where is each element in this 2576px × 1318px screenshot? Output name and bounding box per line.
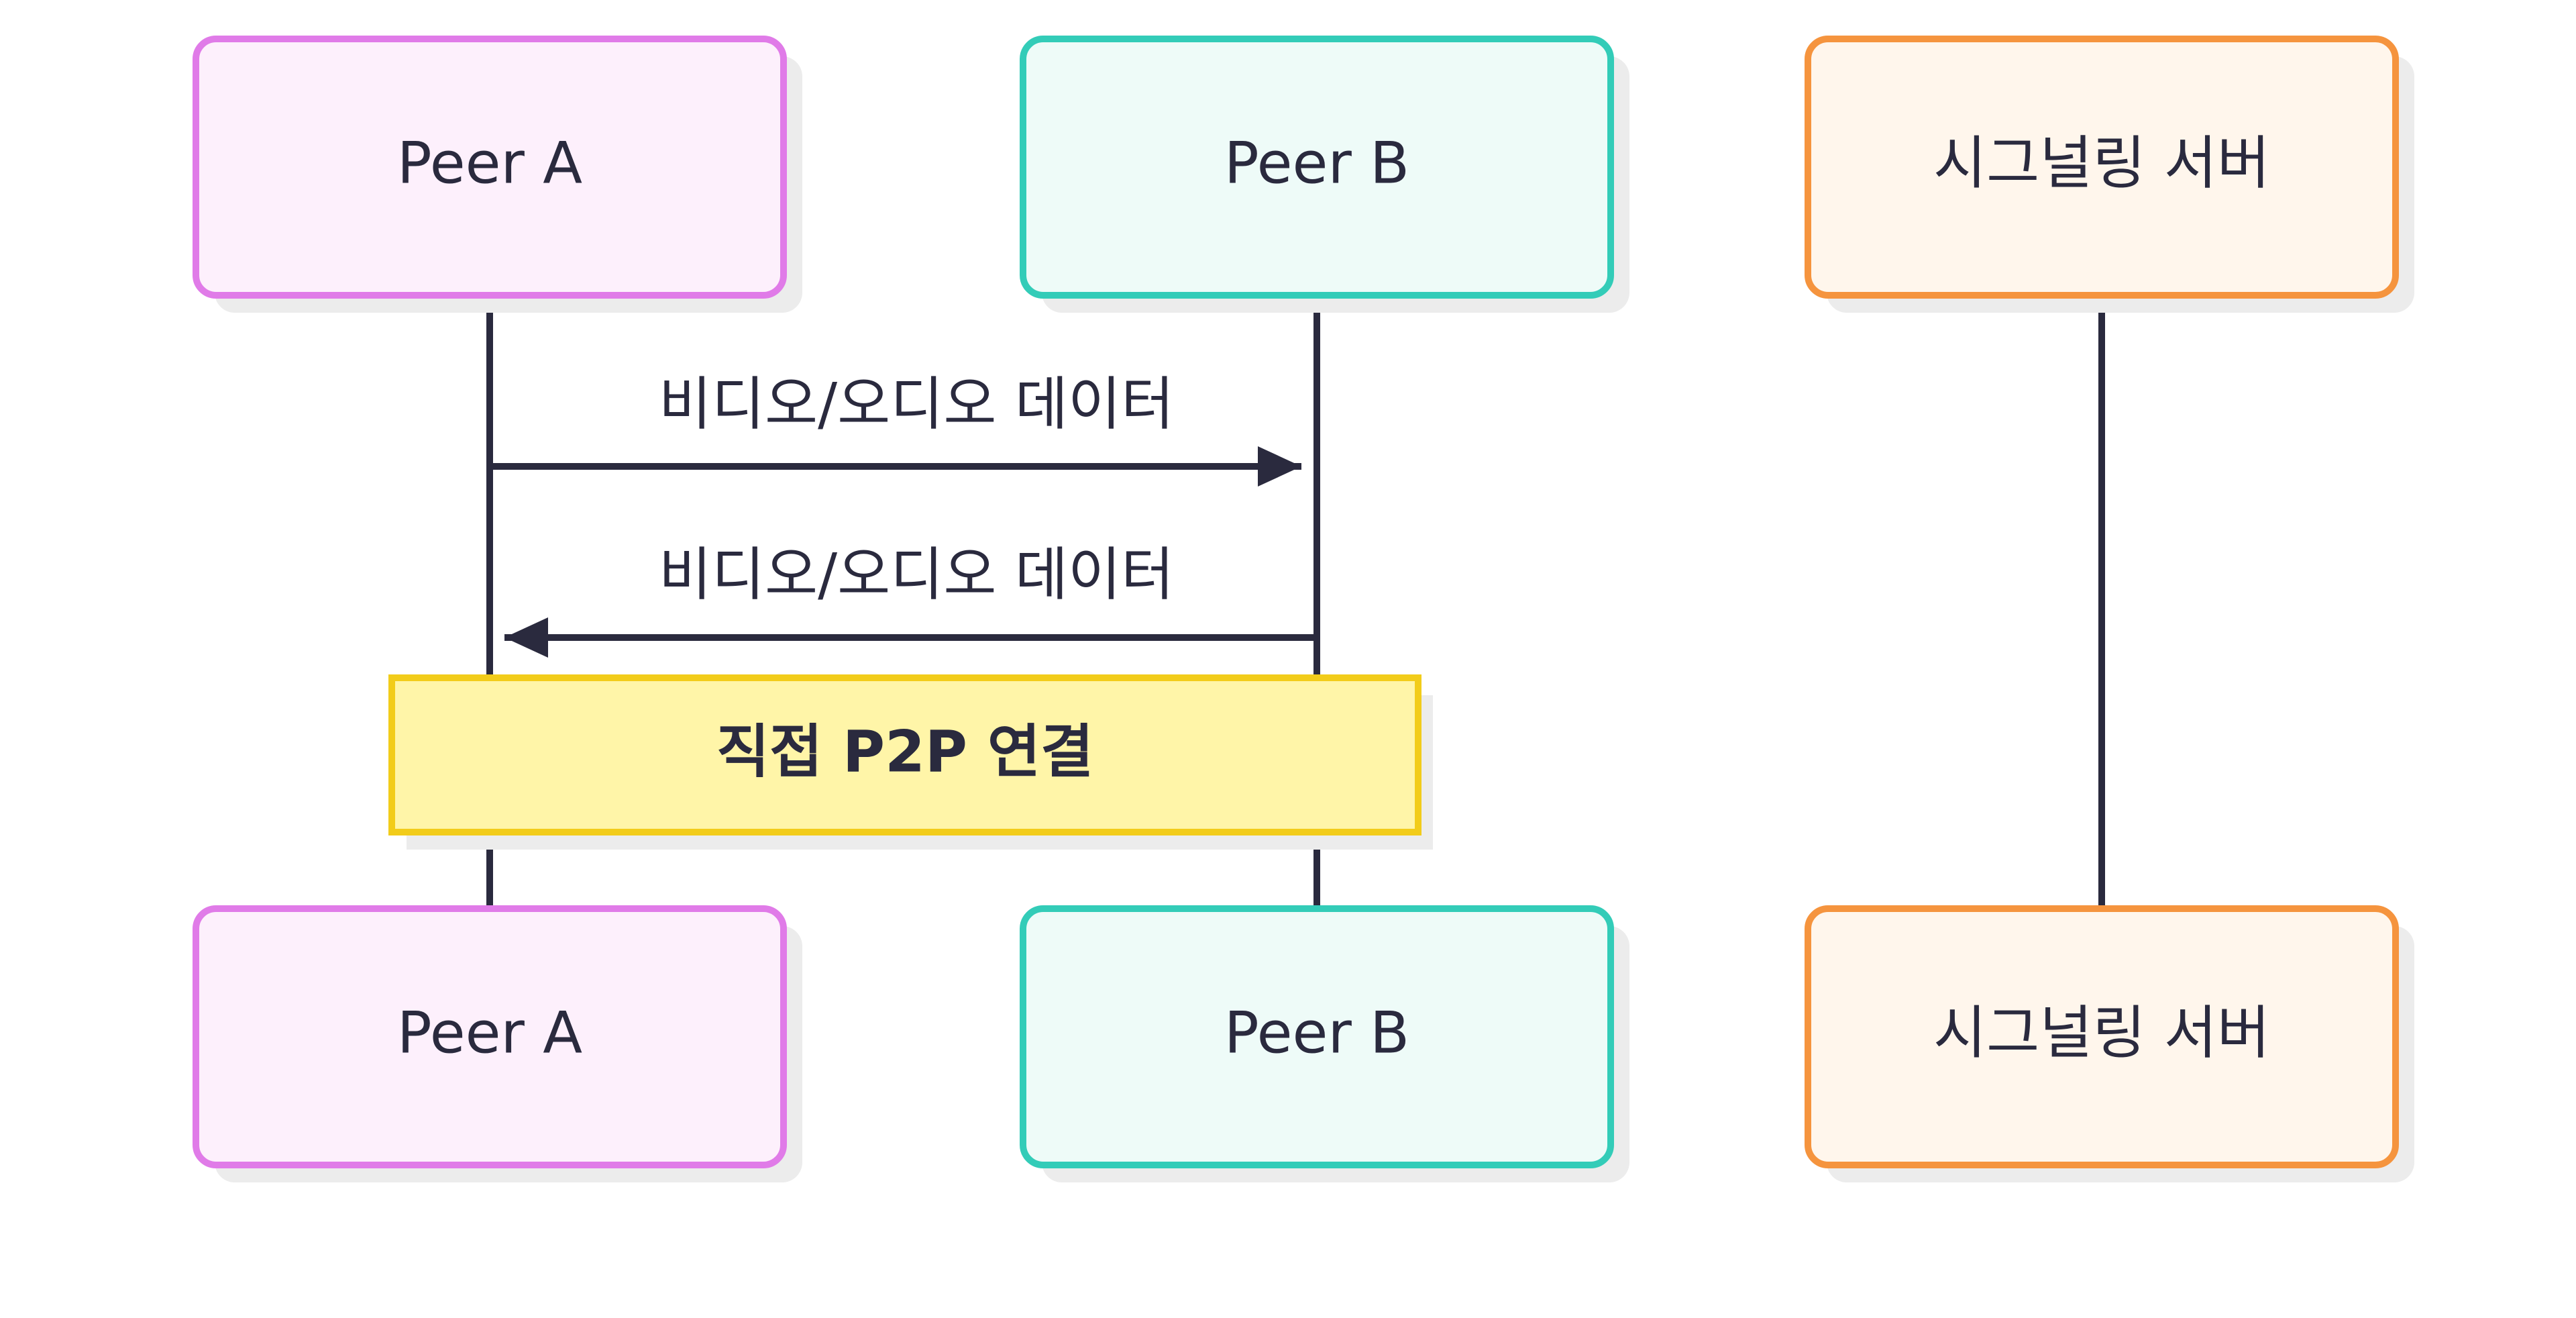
actor-label: 시그널링 서버	[1933, 999, 2270, 1066]
note-direct-p2p: 직접 P2P 연결	[388, 674, 1433, 850]
actor-label: Peer B	[1224, 130, 1409, 197]
actor-top-signaling-server: 시그널링 서버	[1805, 36, 2414, 313]
arrowhead-left-icon	[504, 617, 548, 658]
actor-label: Peer A	[397, 999, 582, 1066]
actor-top-peer-b: Peer B	[1020, 36, 1629, 313]
message-label: 비디오/오디오 데이터	[659, 541, 1174, 608]
actor-label: Peer B	[1224, 999, 1409, 1066]
actor-bottom-peer-a: Peer A	[193, 905, 802, 1182]
note-label: 직접 P2P 연결	[716, 718, 1093, 785]
arrowhead-right-icon	[1258, 446, 1301, 487]
message-peer-b-to-peer-a: 비디오/오디오 데이터	[504, 541, 1317, 658]
actor-label: Peer A	[397, 130, 582, 197]
message-label: 비디오/오디오 데이터	[659, 370, 1174, 438]
actor-bottom-peer-b: Peer B	[1020, 905, 1629, 1182]
actor-bottom-signaling-server: 시그널링 서버	[1805, 905, 2414, 1182]
actor-label: 시그널링 서버	[1933, 130, 2270, 197]
actor-top-peer-a: Peer A	[193, 36, 802, 313]
message-peer-a-to-peer-b: 비디오/오디오 데이터	[490, 370, 1301, 487]
